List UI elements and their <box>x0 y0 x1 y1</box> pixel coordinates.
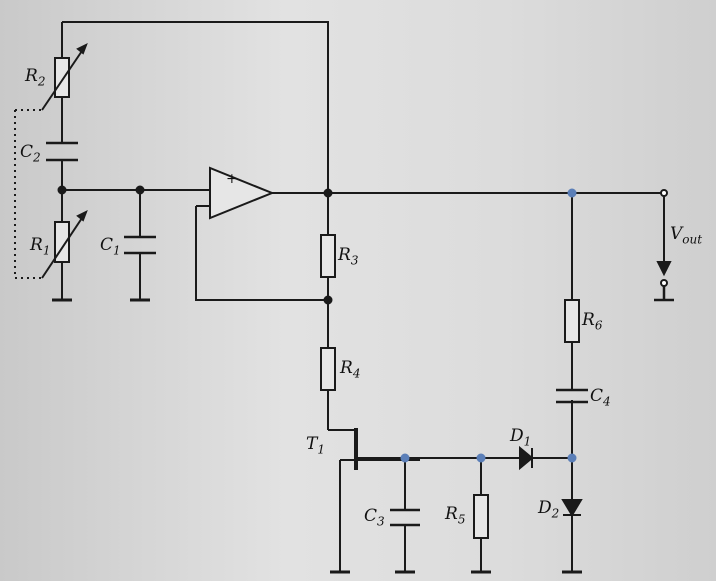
label-r2: R2 <box>25 66 46 89</box>
node-output <box>323 188 333 198</box>
label-r4: R4 <box>340 358 361 381</box>
wire-inverting <box>195 205 328 301</box>
capacitor-c1 <box>124 235 156 255</box>
resistor-r3 <box>320 234 336 278</box>
transistor-t1 <box>328 429 420 470</box>
node-c1 <box>135 185 145 195</box>
opamp <box>209 166 275 220</box>
diode-d1 <box>519 445 534 471</box>
label-c4: C4 <box>590 386 611 409</box>
opamp-plus-sign: + <box>226 171 238 187</box>
r2-arrowhead <box>76 42 88 55</box>
vout-ground-terminal <box>654 286 674 302</box>
label-r1: R1 <box>30 235 51 258</box>
capacitor-c3 <box>390 508 420 527</box>
label-c2: C2 <box>20 142 41 165</box>
r1-arrowhead <box>76 209 88 222</box>
r1-adjust-arrow <box>41 211 87 279</box>
capacitor-c2 <box>46 141 78 162</box>
r2-adjust-arrow <box>41 44 87 111</box>
node-top-left <box>57 185 67 195</box>
ganged-link <box>14 109 42 279</box>
resistor-r5 <box>473 494 489 539</box>
label-vout: Vout <box>670 224 703 247</box>
diode-d2 <box>561 499 583 517</box>
resistor-r2 <box>54 57 70 98</box>
node-right-bottom <box>567 453 577 463</box>
node-r5 <box>476 453 486 463</box>
label-c1: C1 <box>100 235 121 258</box>
resistor-r6 <box>564 299 580 343</box>
label-d2: D2 <box>538 498 560 521</box>
label-t1: T1 <box>306 434 325 457</box>
vout-arrowhead <box>656 261 672 277</box>
resistor-r4 <box>320 347 336 391</box>
vout-terminal-bottom <box>660 279 668 287</box>
label-d1: D1 <box>510 426 532 449</box>
node-c3 <box>400 453 410 463</box>
node-right-top <box>567 188 577 198</box>
label-r5: R5 <box>445 504 466 527</box>
node-vout <box>660 189 668 197</box>
wire-top-feedback <box>62 21 329 190</box>
label-r3: R3 <box>338 245 359 268</box>
capacitor-c4 <box>556 388 588 404</box>
label-r6: R6 <box>582 310 603 333</box>
label-c3: C3 <box>364 506 385 529</box>
node-feedback <box>323 295 333 305</box>
